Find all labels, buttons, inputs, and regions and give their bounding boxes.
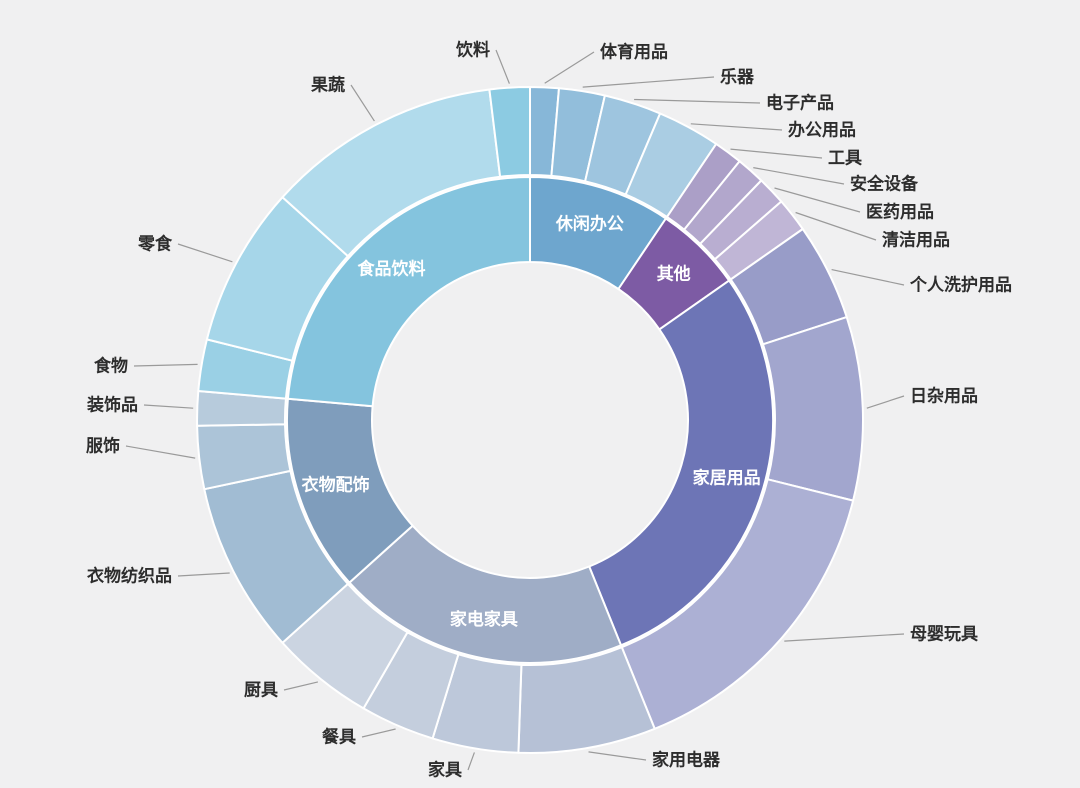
leader-line-apparel [125, 445, 196, 459]
segment-label-medical-supplies: 医药用品 [866, 202, 934, 222]
leader-line-cleaning-supplies [795, 211, 877, 241]
leader-line-home-appliances [588, 751, 647, 761]
leader-line-tools [730, 148, 823, 159]
segment-label-home-goods: 家居用品 [693, 468, 761, 488]
leader-line-decorations [143, 404, 194, 409]
segment-label-electronics: 电子产品 [766, 93, 834, 113]
segment-label-kitchenware: 厨具 [244, 681, 278, 700]
leader-line-snacks [177, 243, 233, 263]
segment-label-apparel: 服饰 [86, 436, 120, 456]
segment-label-food: 食物 [94, 356, 128, 376]
chart-segments [196, 86, 864, 754]
segment-food-beverage [286, 176, 531, 408]
leader-line-electronics [634, 98, 761, 104]
leader-line-tableware [361, 728, 396, 738]
leader-line-musical-instruments [582, 76, 715, 88]
segment-label-leisure-office: 休闲办公 [555, 214, 624, 234]
segment-label-tableware: 餐具 [322, 727, 356, 747]
leader-line-fruits-vegetables [350, 84, 375, 122]
segment-label-snacks: 零食 [137, 234, 173, 254]
segment-label-sports-goods: 体育用品 [600, 42, 668, 62]
segment-label-baby-toys: 母婴玩具 [910, 625, 978, 644]
segment-label-furniture: 家具 [428, 760, 462, 780]
segment-label-appliances-furniture: 家电家具 [450, 609, 518, 629]
leader-line-sports-goods [544, 51, 595, 84]
leader-line-clothing-textiles [177, 572, 230, 577]
leader-lines [125, 49, 905, 771]
segment-label-office-supplies: 办公用品 [788, 120, 856, 140]
leader-line-personal-care [831, 269, 905, 286]
segment-label-fruits-vegetables: 果蔬 [311, 76, 345, 95]
segment-label-safety-equipment: 安全设备 [850, 174, 919, 194]
leader-line-baby-toys [784, 633, 905, 642]
leader-line-furniture [467, 752, 475, 771]
leader-line-kitchenware [283, 681, 319, 691]
leader-line-beverages [495, 49, 510, 84]
leader-line-office-supplies [690, 123, 783, 131]
segment-label-daily-sundries: 日杂用品 [910, 386, 978, 406]
segment-label-clothing-textiles: 衣物纺织品 [87, 566, 172, 586]
segment-label-tools: 工具 [828, 149, 862, 168]
segment-label-clothing-accessories: 衣物配饰 [302, 475, 370, 495]
leader-line-medical-supplies [774, 187, 861, 213]
segment-label-beverages: 饮料 [455, 40, 490, 60]
segment-label-food-beverage: 食品饮料 [358, 258, 426, 278]
leader-line-daily-sundries [866, 395, 905, 409]
segment-beverages [488, 86, 531, 178]
segment-label-decorations: 装饰品 [86, 395, 138, 415]
segment-label-home-appliances: 家用电器 [652, 750, 721, 770]
segment-label-cleaning-supplies: 清洁用品 [882, 230, 950, 250]
segment-daily-sundries [762, 316, 864, 502]
segment-label-musical-instruments: 乐器 [720, 68, 755, 87]
segment-label-personal-care: 个人洗护用品 [909, 275, 1012, 295]
segment-label-other: 其他 [657, 263, 691, 283]
segment-home-goods [588, 279, 774, 647]
leader-line-food [133, 363, 198, 367]
leader-line-safety-equipment [753, 167, 845, 185]
